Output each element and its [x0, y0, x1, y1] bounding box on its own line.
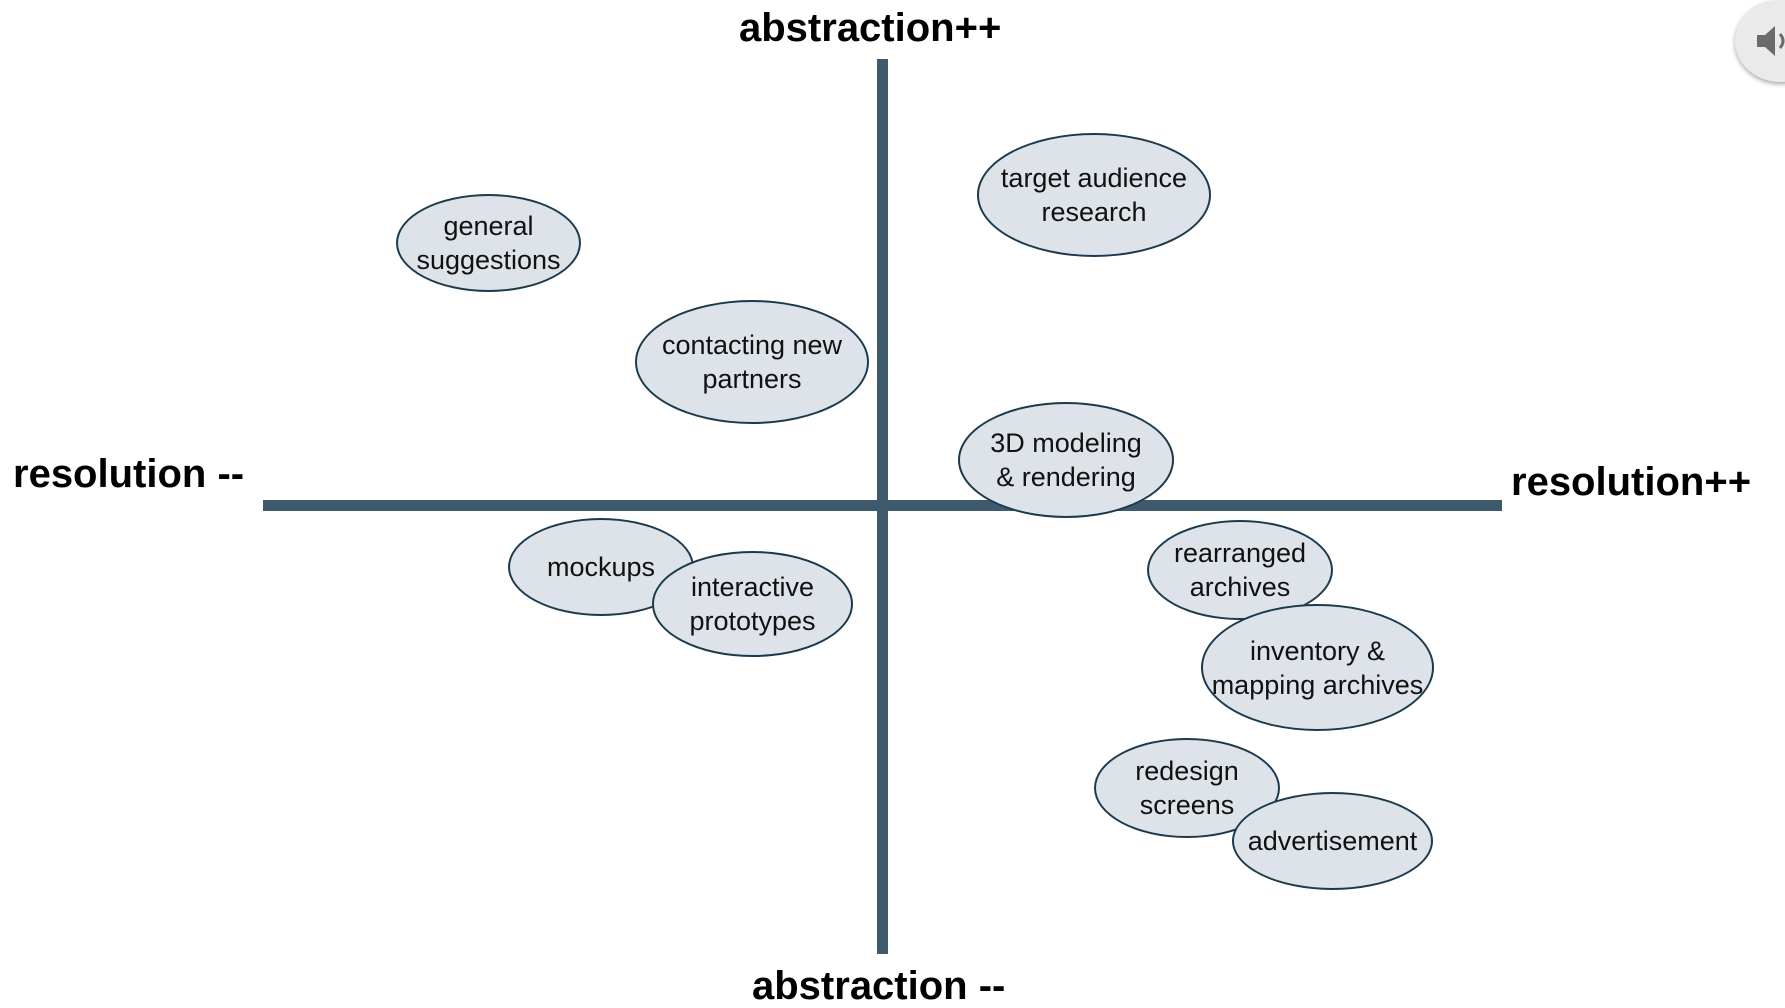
bubble-line: & rendering	[996, 462, 1136, 492]
bubble-advertisement: advertisement	[1232, 792, 1433, 890]
bubble-target-audience-research: target audience research	[977, 133, 1211, 257]
bubble-line: advertisement	[1247, 826, 1418, 856]
bubble-line: rearranged	[1173, 538, 1307, 568]
horizontal-axis	[263, 500, 1502, 511]
bubble-contacting-new-partners: contacting new partners	[635, 300, 869, 424]
bubble-interactive-prototypes: interactive prototypes	[652, 551, 853, 657]
bubble-line: mapping archives	[1211, 669, 1424, 700]
axis-label-right: resolution++	[1511, 460, 1752, 504]
bubble-general-suggestions: general suggestions	[396, 194, 581, 292]
bubble-line: interactive	[690, 572, 815, 602]
bubble-line: target audience	[1000, 163, 1188, 193]
bubble-line: research	[1041, 197, 1147, 227]
bubble-inventory-mapping-archives: inventory & mapping archives	[1201, 604, 1434, 731]
bubble-line: redesign	[1135, 756, 1239, 786]
bubble-3d-modeling-rendering: 3D modeling & rendering	[958, 402, 1174, 518]
bubble-line: contacting new	[661, 330, 843, 360]
bubble-line: general	[443, 211, 534, 241]
bubble-rearranged-archives: rearranged archives	[1147, 520, 1333, 620]
bubble-line: screens	[1139, 790, 1235, 820]
axis-label-left: resolution --	[13, 452, 245, 496]
bubble-line: inventory &	[1249, 635, 1386, 666]
bubble-line: partners	[702, 364, 802, 394]
bubble-line: 3D modeling	[990, 428, 1142, 458]
speaker-icon	[1757, 26, 1785, 56]
bubble-line: archives	[1189, 572, 1291, 602]
axis-label-bottom: abstraction --	[752, 964, 1006, 1008]
bubble-redesign-screens: redesign screens	[1094, 738, 1280, 838]
axis-label-top: abstraction++	[739, 6, 1002, 50]
bubble-line: prototypes	[689, 606, 816, 636]
audio-button[interactable]	[1735, 0, 1785, 82]
bubble-line: mockups	[546, 552, 656, 582]
bubble-line: suggestions	[416, 245, 561, 275]
